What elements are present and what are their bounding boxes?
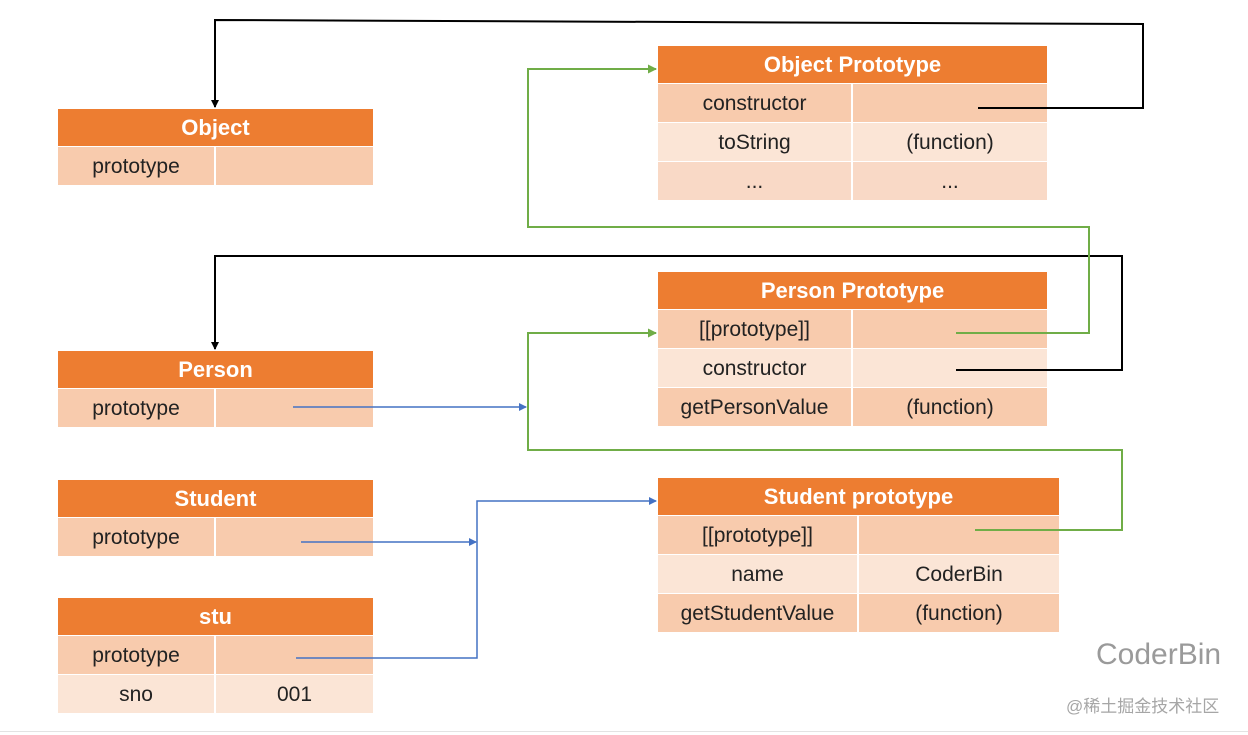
object-prototype-box: Object Prototype constructor toString (f… (658, 46, 1047, 201)
box-title: Student (58, 480, 373, 518)
row-key: getPersonValue (680, 396, 829, 419)
row-key: name (731, 563, 784, 586)
row-value: (function) (857, 594, 1059, 632)
row-value (214, 389, 373, 427)
row-key: sno (119, 683, 153, 706)
watermark-main: CoderBin (1096, 638, 1222, 671)
row-value (214, 636, 373, 674)
row-key: ... (745, 170, 764, 193)
box-title: Object Prototype (658, 46, 1047, 84)
box-title: Student prototype (658, 478, 1059, 516)
row-value: 001 (214, 675, 373, 713)
row-value (851, 310, 1047, 348)
table-row: ... ... (658, 162, 1047, 201)
table-row: name CoderBin (658, 555, 1059, 594)
row-key: [[prototype]] (702, 524, 813, 547)
row-key: toString (718, 131, 791, 154)
table-row: constructor (658, 349, 1047, 388)
row-value (851, 84, 1047, 122)
row-value: ... (851, 162, 1047, 200)
row-key: prototype (92, 526, 180, 549)
row-key: constructor (702, 92, 807, 115)
student-box: Student prototype (58, 480, 373, 557)
table-row: getPersonValue (function) (658, 388, 1047, 427)
person-prototype-box: Person Prototype [[prototype]] construct… (658, 272, 1047, 427)
row-value (857, 516, 1059, 554)
row-key: prototype (92, 644, 180, 667)
table-row: prototype (58, 147, 373, 186)
row-value (214, 147, 373, 185)
row-value: CoderBin (857, 555, 1059, 593)
table-row: constructor (658, 84, 1047, 123)
row-value: (function) (851, 388, 1047, 426)
box-title: Person (58, 351, 373, 389)
watermark-sub: @稀土掘金技术社区 (1066, 697, 1220, 716)
row-key: getStudentValue (680, 602, 835, 625)
row-key: prototype (92, 397, 180, 420)
table-row: toString (function) (658, 123, 1047, 162)
person-box: Person prototype (58, 351, 373, 428)
table-row: getStudentValue (function) (658, 594, 1059, 633)
object-box: Object prototype (58, 109, 373, 186)
row-key: [[prototype]] (699, 318, 810, 341)
box-title: Object (58, 109, 373, 147)
row-value (851, 349, 1047, 387)
row-key: constructor (702, 357, 807, 380)
table-row: sno 001 (58, 675, 373, 714)
box-title: stu (58, 598, 373, 636)
student-prototype-box: Student prototype [[prototype]] name Cod… (658, 478, 1059, 633)
table-row: prototype (58, 636, 373, 675)
table-row: prototype (58, 518, 373, 557)
table-row: [[prototype]] (658, 310, 1047, 349)
row-value (214, 518, 373, 556)
row-key: prototype (92, 155, 180, 178)
bottom-divider (0, 731, 1248, 732)
box-title: Person Prototype (658, 272, 1047, 310)
stu-box: stu prototype sno 001 (58, 598, 373, 714)
row-value: (function) (851, 123, 1047, 161)
table-row: prototype (58, 389, 373, 428)
table-row: [[prototype]] (658, 516, 1059, 555)
